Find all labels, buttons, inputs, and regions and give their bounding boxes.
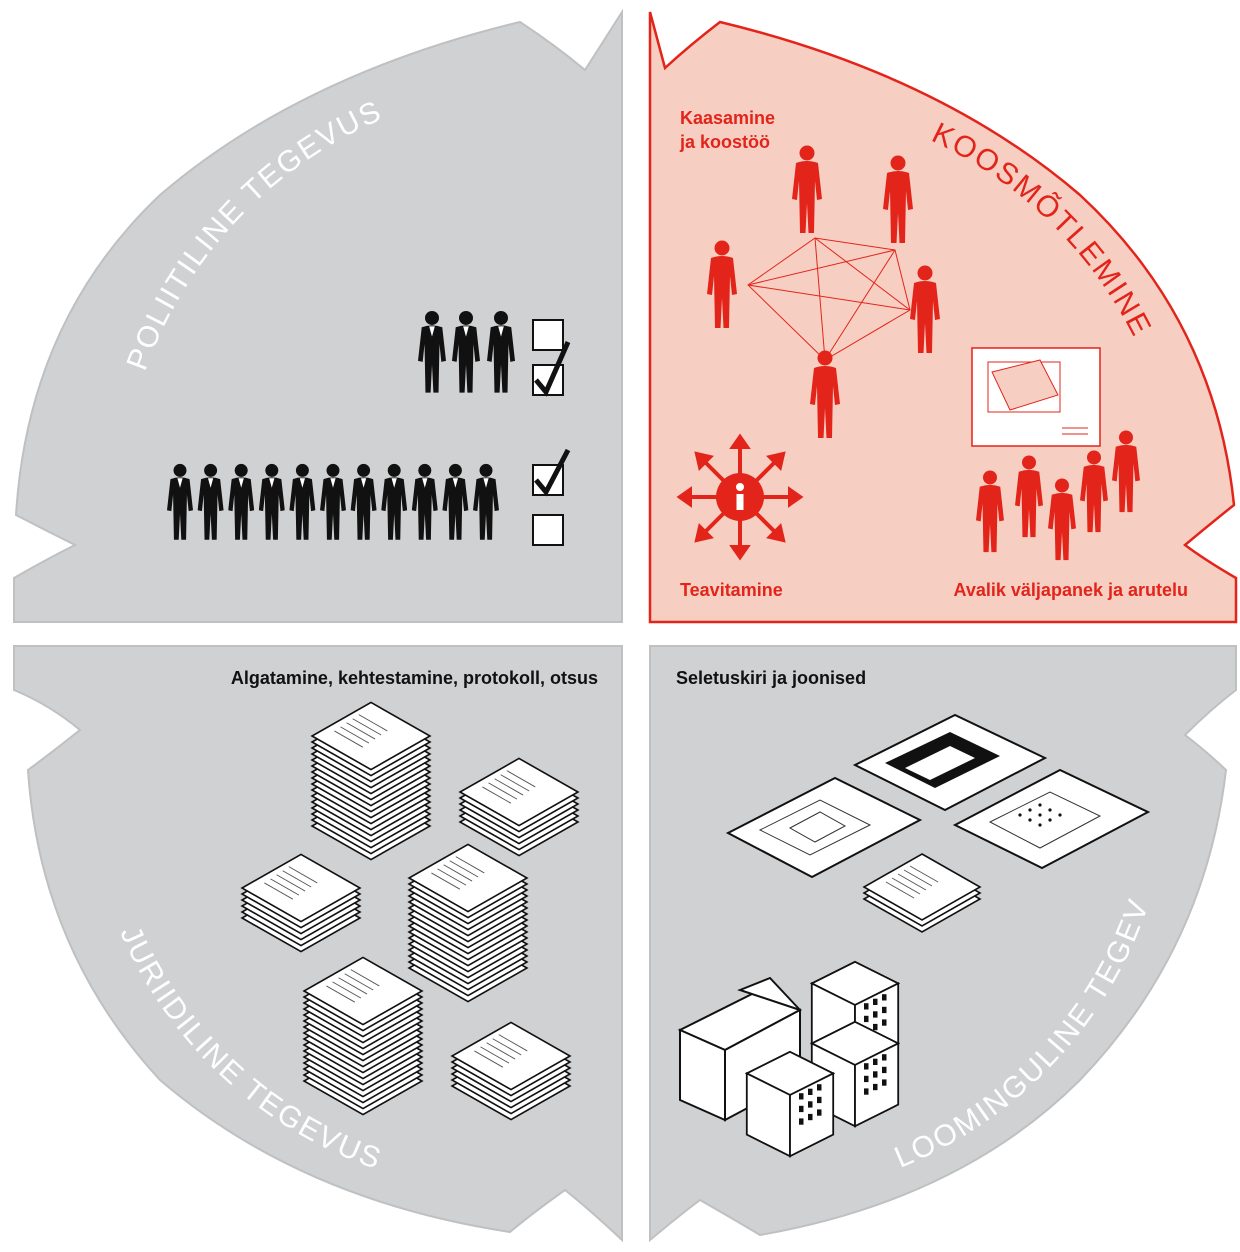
label-informing: Teavitamine xyxy=(680,580,783,600)
quadrant-coordination: KOOSMÕTLEMINE Kaasamine ja koostöö xyxy=(648,11,1238,624)
document-stack-icon xyxy=(311,701,431,861)
info-burst-icon xyxy=(676,433,804,561)
document-stack-icon xyxy=(303,956,423,1116)
quadrant-political: POLIITILINE TEGEVUS xyxy=(13,8,623,623)
plan-drawing-icon xyxy=(725,776,923,879)
document-stack-icon xyxy=(408,843,528,1003)
legal-caption: Algatamine, kehtestamine, protokoll, ots… xyxy=(231,668,598,688)
checkbox-icon xyxy=(532,319,571,397)
plan-drawing-icon xyxy=(852,713,1048,812)
quadrant-legal: JURIIDILINE TEGEVUS Algatamine, kehtesta… xyxy=(13,645,623,1243)
label-public-display: Avalik väljapanek ja arutelu xyxy=(954,580,1188,600)
plan-drawing-icon xyxy=(952,768,1151,870)
plan-board-icon xyxy=(971,347,1101,447)
collaboration-network xyxy=(747,237,911,361)
checkbox-icon xyxy=(532,448,571,546)
building-icon xyxy=(745,1050,835,1158)
creative-caption: Seletuskiri ja joonised xyxy=(676,668,866,688)
quadrant-political-shape xyxy=(13,8,623,623)
label-inclusion: Kaasamine ja koostöö xyxy=(679,108,780,152)
